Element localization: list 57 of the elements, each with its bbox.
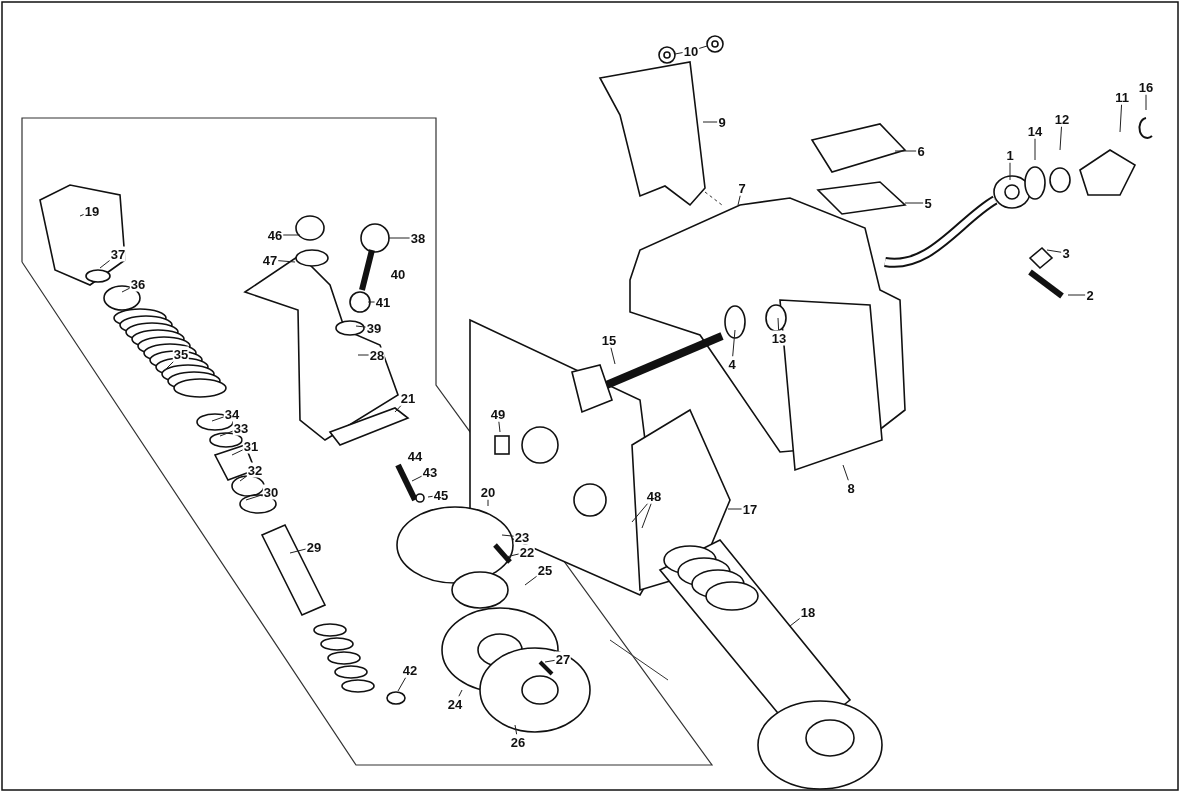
leader-line: [789, 617, 801, 627]
leader-line: [367, 301, 376, 303]
leader-line: [1119, 104, 1123, 133]
leader-line: [277, 260, 296, 263]
leader-line: [458, 689, 463, 697]
leader-line: [727, 508, 743, 510]
leader-line: [487, 499, 489, 507]
leader-line: [1034, 138, 1036, 161]
leader-line: [702, 121, 718, 123]
callout-number: 30: [262, 484, 280, 500]
leader-line: [289, 548, 307, 554]
leader-line: [737, 195, 741, 206]
callout-number: 22: [518, 544, 536, 560]
leader-line: [231, 449, 244, 456]
leader-line: [524, 575, 538, 586]
leader-line: [674, 52, 684, 55]
leader-line: [211, 416, 225, 422]
leader-line: [219, 430, 234, 437]
leader-line: [387, 237, 411, 239]
leader-line: [1009, 162, 1011, 181]
leader-line: [610, 347, 616, 365]
leader-line: [631, 503, 649, 523]
leader-line: [394, 405, 402, 413]
callout-number: 13: [770, 330, 788, 346]
leader-line: [411, 475, 423, 482]
callout-number: 28: [368, 347, 386, 363]
leader-line: [1067, 294, 1086, 296]
leader-line: [355, 325, 367, 328]
leader-line: [842, 464, 849, 481]
leader-line: [282, 234, 301, 236]
leader-line: [544, 659, 556, 663]
leader-line: [245, 494, 264, 501]
leader-line: [514, 724, 518, 735]
leader-line: [121, 287, 131, 293]
leader-line: [894, 150, 917, 152]
callout-number: 32: [246, 462, 264, 478]
leader-line: [498, 421, 501, 433]
leader-line: [1046, 249, 1062, 253]
leader-line: [357, 354, 370, 356]
callout-number: 35: [172, 346, 190, 362]
leader-line: [777, 317, 780, 331]
leader-line: [732, 329, 736, 357]
leader-line: [505, 553, 520, 558]
callout-number: 33: [232, 420, 250, 436]
leader-line: [641, 503, 652, 529]
callout-number: 27: [554, 651, 572, 667]
leader-line: [501, 534, 515, 537]
leader-line: [99, 259, 111, 269]
leader-line: [239, 475, 248, 482]
callout-number: 37: [109, 246, 127, 262]
leader-line: [397, 677, 407, 692]
leader-line: [1145, 94, 1147, 111]
leader-line: [427, 495, 434, 498]
leader-line: [904, 202, 924, 204]
leader-line: [1059, 126, 1062, 151]
leader-line: [79, 213, 85, 217]
leader-line: [698, 45, 708, 49]
